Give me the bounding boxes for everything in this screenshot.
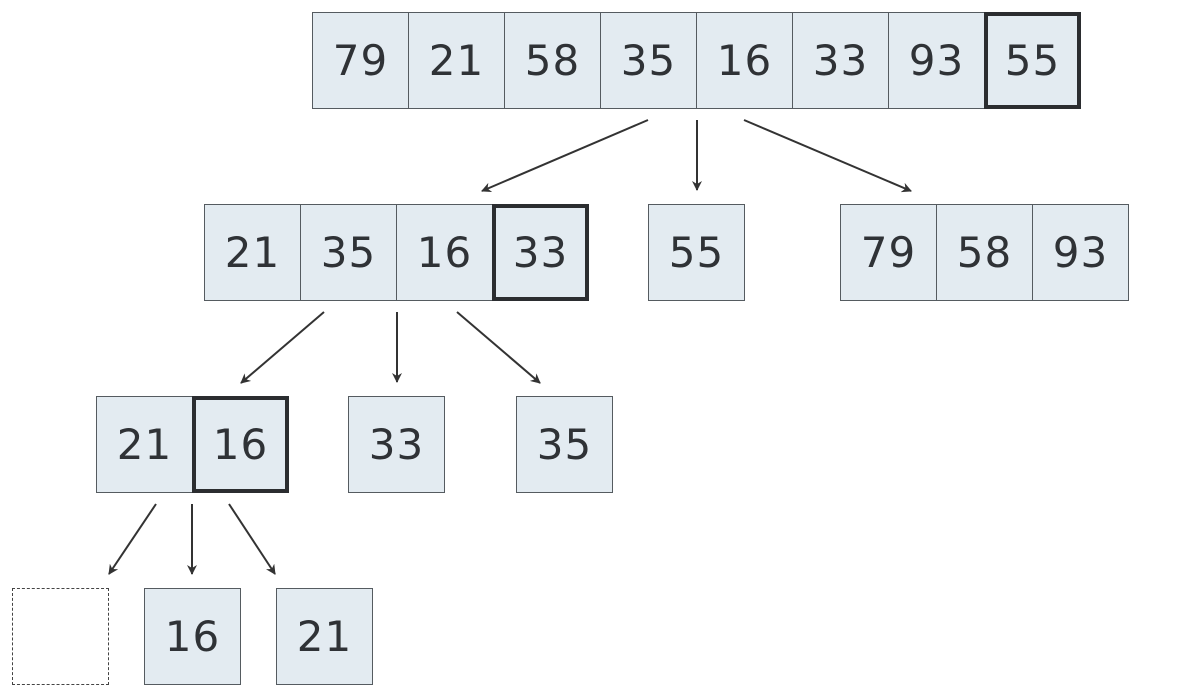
array-cell: 16 — [696, 12, 793, 109]
array-cell: 79 — [840, 204, 937, 301]
pivot-cell: 16 — [192, 396, 289, 493]
arrow-root-to-left — [481, 119, 649, 193]
array-cell: 58 — [504, 12, 601, 109]
arrow-l1-to-right — [456, 311, 541, 384]
arrow-l2-to-left — [108, 503, 157, 575]
array-cell: 93 — [1032, 204, 1129, 301]
pivot-cell: 55 — [984, 12, 1081, 109]
array-cell: 35 — [300, 204, 397, 301]
arrow-root-to-right — [743, 119, 912, 193]
array-cell: 35 — [516, 396, 613, 493]
array-cell: 58 — [936, 204, 1033, 301]
array-cell: 16 — [144, 588, 241, 685]
arrow-l1-to-left — [240, 311, 325, 384]
arrow-l2-to-right — [228, 503, 276, 575]
array-cell: 33 — [792, 12, 889, 109]
array-cell: 21 — [408, 12, 505, 109]
array-cell: 35 — [600, 12, 697, 109]
array-cell: 33 — [348, 396, 445, 493]
pivot-cell: 33 — [492, 204, 589, 301]
empty-array-placeholder — [12, 588, 109, 685]
array-cell: 79 — [312, 12, 409, 109]
array-cell: 93 — [888, 12, 985, 109]
array-cell: 55 — [648, 204, 745, 301]
array-cell: 21 — [204, 204, 301, 301]
array-cell: 21 — [96, 396, 193, 493]
array-cell: 21 — [276, 588, 373, 685]
array-cell: 16 — [396, 204, 493, 301]
